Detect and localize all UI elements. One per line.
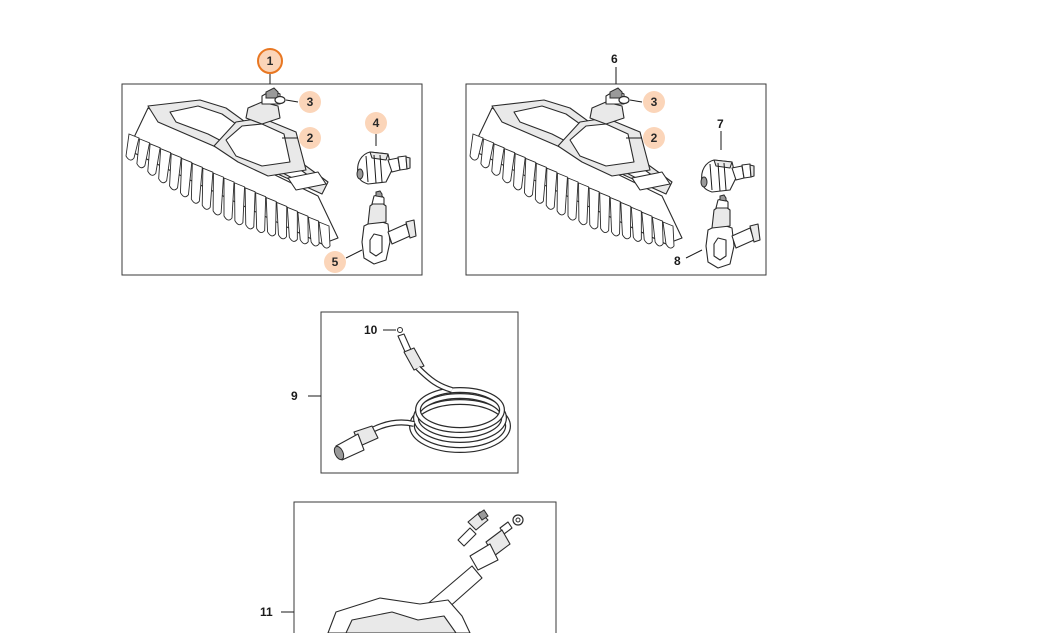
spray-gun-kit bbox=[327, 509, 524, 634]
callout-2a: 2 bbox=[307, 131, 314, 145]
extension-hose bbox=[333, 333, 511, 461]
callout-circle-3a[interactable] bbox=[299, 91, 321, 113]
nozzle-7 bbox=[700, 159, 755, 193]
callout-2b: 2 bbox=[651, 131, 658, 145]
panel-3: 9 10 bbox=[291, 311, 519, 474]
adapter-5 bbox=[361, 190, 417, 265]
callout-7: 7 bbox=[717, 117, 724, 131]
callout-9: 9 bbox=[291, 389, 298, 403]
panel-2: 6 3 2 7 8 bbox=[465, 52, 767, 276]
seal-ring bbox=[397, 327, 403, 333]
panel-4: 11 bbox=[260, 501, 557, 634]
panel-1: 1 3 2 4 5 bbox=[121, 48, 423, 276]
nozzle-4 bbox=[356, 151, 411, 185]
callout-10: 10 bbox=[364, 323, 378, 337]
callout-11: 11 bbox=[260, 605, 273, 619]
o-ring-1 bbox=[274, 95, 286, 105]
callout-4: 4 bbox=[373, 116, 380, 130]
adapter-8 bbox=[705, 194, 761, 269]
callout-circle-3b[interactable] bbox=[643, 91, 665, 113]
o-ring-2 bbox=[618, 95, 630, 105]
callout-5: 5 bbox=[332, 255, 339, 269]
callout-3b: 3 bbox=[651, 95, 658, 109]
callout-circle-2b[interactable] bbox=[643, 127, 665, 149]
callout-circle-5[interactable] bbox=[324, 251, 346, 273]
callout-8: 8 bbox=[674, 254, 681, 268]
callout-1: 1 bbox=[267, 54, 274, 68]
callout-circle-4[interactable] bbox=[365, 112, 387, 134]
callout-6: 6 bbox=[611, 52, 618, 66]
callout-3a: 3 bbox=[307, 95, 314, 109]
callout-circle-2a[interactable] bbox=[299, 127, 321, 149]
callout-circle-1[interactable] bbox=[257, 48, 283, 74]
